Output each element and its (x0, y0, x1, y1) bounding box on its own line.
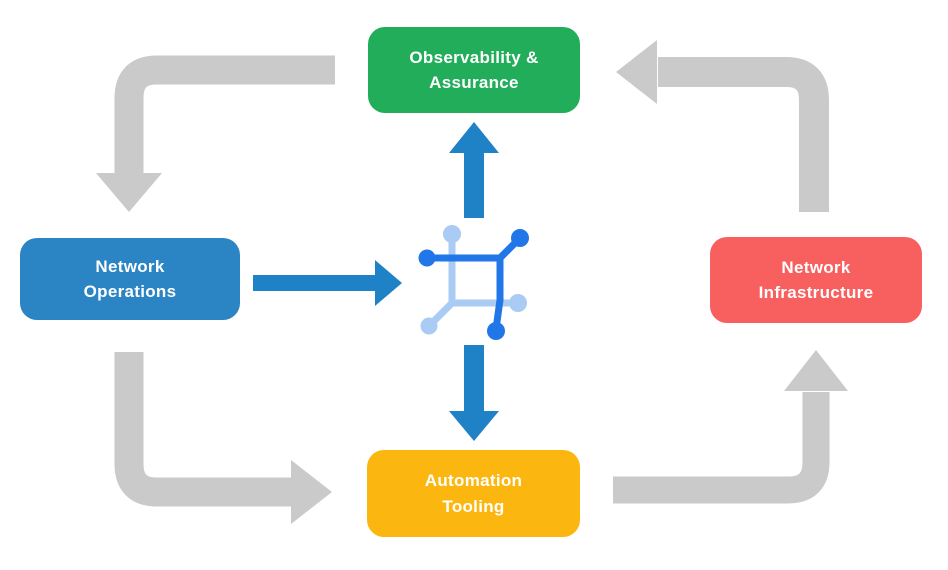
node-automation-tooling: Automation Tooling (367, 450, 580, 537)
node-network-infrastructure-label: Network Infrastructure (758, 257, 874, 303)
network-mesh-icon-dark-part (418, 229, 529, 340)
node-observability-assurance: Observability & Assurance (368, 27, 580, 113)
node-automation-tooling-label: Automation Tooling (424, 471, 523, 516)
node-network-operations-label: Network Operations (83, 256, 177, 302)
node-network-operations: Network Operations (20, 238, 240, 320)
network-mesh-icon-light-part (420, 225, 527, 335)
arrow-operations-to-automation (114, 352, 332, 524)
network-mesh-icon (418, 225, 529, 340)
arrow-observability-to-operations (96, 55, 335, 212)
arrow-center-to-automation (449, 345, 499, 441)
arrow-center-to-observability (449, 122, 499, 218)
arrow-infrastructure-to-observability (616, 40, 829, 212)
node-observability-assurance-label: Observability & Assurance (409, 47, 539, 93)
arrow-operations-to-center (253, 260, 402, 306)
node-network-infrastructure: Network Infrastructure (710, 237, 922, 323)
arrow-automation-to-infrastructure (613, 350, 848, 504)
